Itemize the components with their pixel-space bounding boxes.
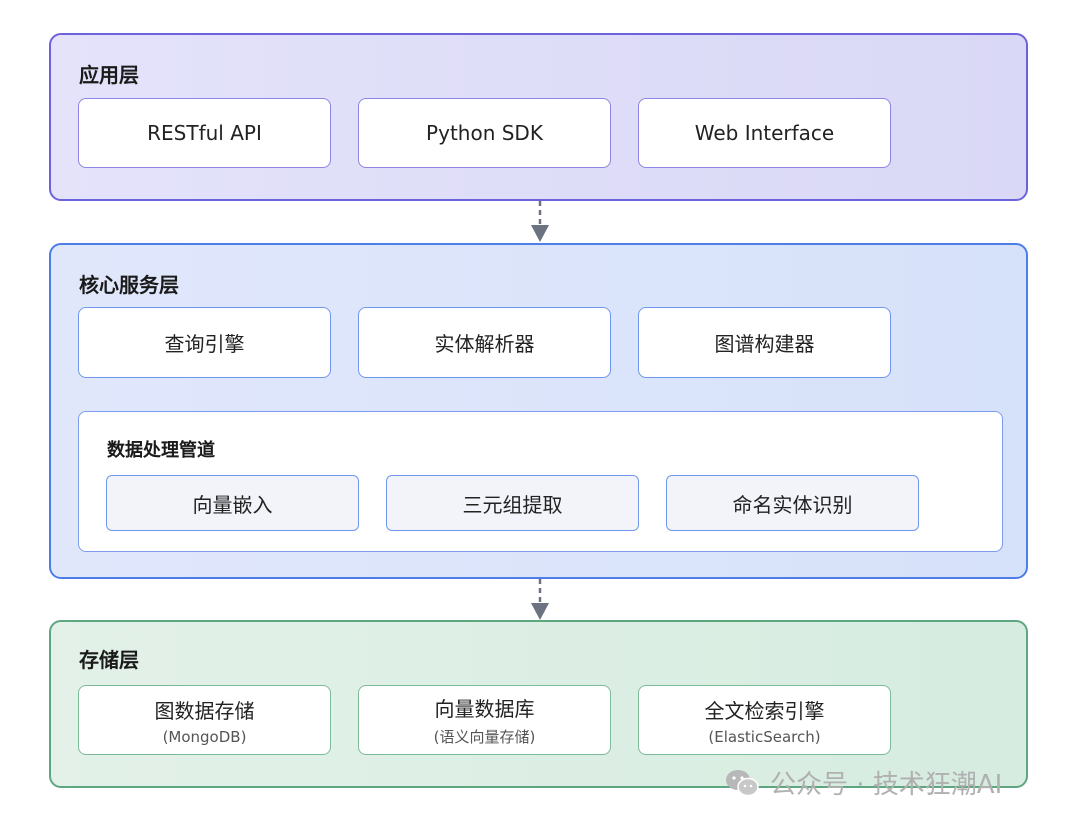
web-interface-box: Web Interface: [638, 98, 891, 168]
triple-extraction-box: 三元组提取: [386, 475, 639, 531]
wechat-icon: [726, 769, 759, 796]
graph-storage-box: 图数据存储 (MongoDB): [78, 685, 331, 755]
vector-db-label: 向量数据库: [434, 697, 535, 721]
core-layer-title: 核心服务层: [79, 273, 179, 297]
python-sdk-label: Python SDK: [426, 121, 543, 145]
storage-layer-title: 存储层: [79, 648, 139, 672]
data-pipeline-container: 数据处理管道 向量嵌入 三元组提取 命名实体识别: [78, 411, 1003, 552]
pipeline-title: 数据处理管道: [107, 440, 215, 461]
storage-layer: 存储层 图数据存储 (MongoDB) 向量数据库 (语义向量存储) 全文检索引…: [49, 620, 1028, 788]
query-engine-box: 查询引擎: [78, 307, 331, 378]
watermark-text: 公众号 · 技术狂潮AI: [770, 770, 1003, 800]
watermark: 公众号 · 技术狂潮AI: [724, 764, 1002, 801]
graph-builder-label: 图谱构建器: [714, 332, 815, 356]
graph-builder-box: 图谱构建器: [638, 307, 891, 378]
vector-embedding-box: 向量嵌入: [106, 475, 359, 531]
entity-resolver-box: 实体解析器: [358, 307, 611, 378]
vector-embedding-label: 向量嵌入: [192, 492, 273, 517]
triple-extraction-label: 三元组提取: [462, 492, 563, 517]
python-sdk-box: Python SDK: [358, 98, 611, 168]
fulltext-search-label: 全文检索引擎: [704, 698, 825, 723]
vector-db-box: 向量数据库 (语义向量存储): [358, 685, 611, 755]
graph-storage-label: 图数据存储: [154, 698, 255, 723]
arrow-core-to-storage: [531, 579, 549, 620]
app-layer: 应用层 RESTful API Python SDK Web Interface: [49, 33, 1028, 201]
query-engine-label: 查询引擎: [164, 332, 245, 356]
restful-api-box: RESTful API: [78, 98, 331, 168]
vector-db-sub: (语义向量存储): [433, 728, 536, 746]
app-layer-title: 应用层: [79, 63, 139, 87]
graph-storage-sub: (MongoDB): [162, 727, 247, 746]
fulltext-search-sub: (ElasticSearch): [708, 727, 821, 746]
ner-label: 命名实体识别: [732, 492, 853, 517]
fulltext-search-box: 全文检索引擎 (ElasticSearch): [638, 685, 891, 755]
ner-box: 命名实体识别: [666, 475, 919, 531]
core-service-layer: 核心服务层 查询引擎 实体解析器 图谱构建器 数据处理管道 向量嵌入 三元组提取…: [49, 243, 1028, 579]
restful-api-label: RESTful API: [147, 121, 262, 145]
arrow-app-to-core: [531, 201, 549, 242]
entity-resolver-label: 实体解析器: [434, 332, 535, 356]
web-interface-label: Web Interface: [694, 121, 835, 145]
